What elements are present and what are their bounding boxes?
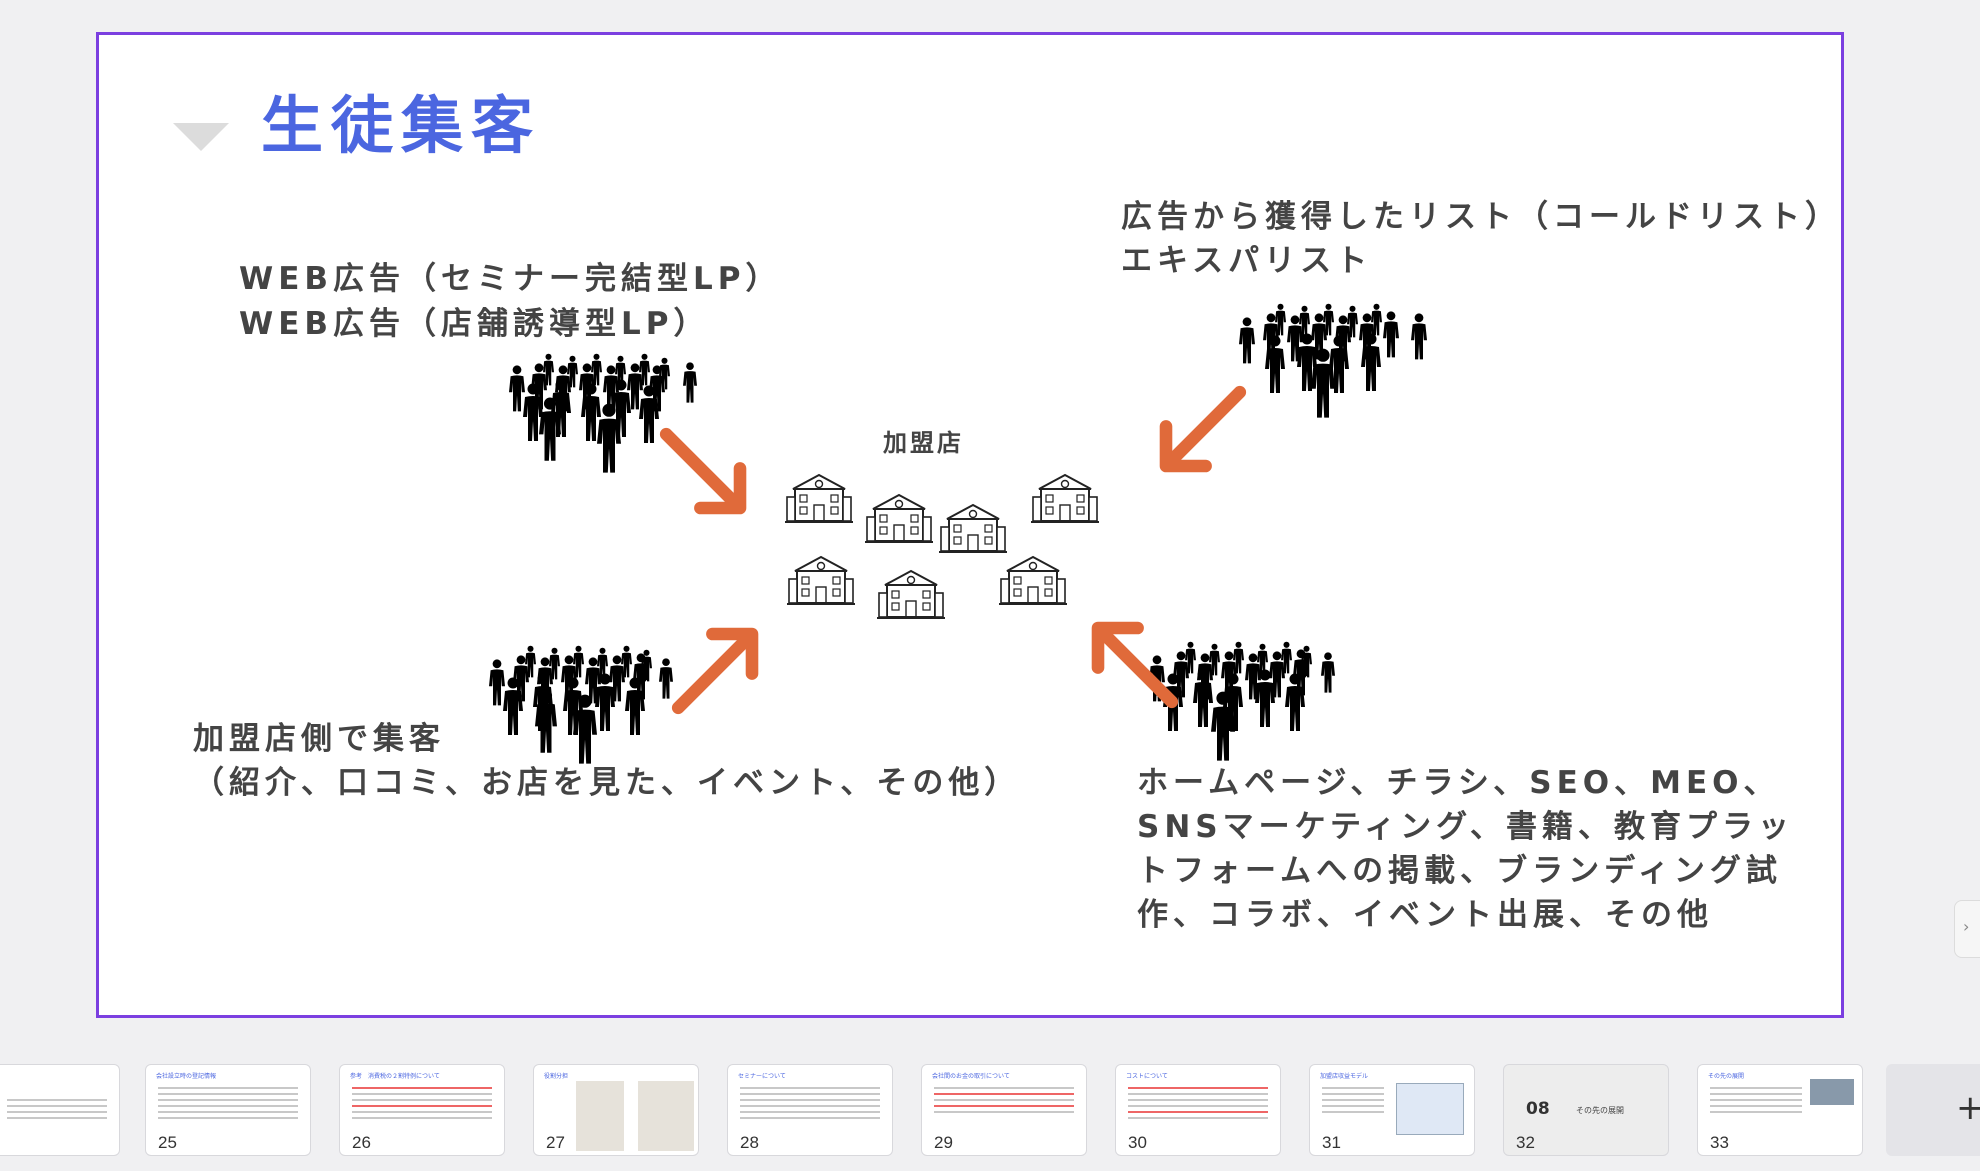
- side-panel-tab[interactable]: ›: [1954, 900, 1980, 958]
- thumbnail-number: 27: [546, 1133, 565, 1152]
- crowd-bottom-right-icon: [1149, 641, 1335, 761]
- slide-thumbnail[interactable]: [0, 1064, 120, 1156]
- thumbnail-title: 役割分担: [544, 1073, 569, 1080]
- franchise-label[interactable]: 加盟店: [883, 429, 964, 457]
- crowd-top-right-icon: [1239, 303, 1427, 418]
- slide-thumbnail[interactable]: 役割分担 27: [533, 1064, 699, 1156]
- arrow-bottom-left-icon: [671, 625, 761, 715]
- school-building-icon: [939, 504, 1007, 553]
- thumbnail-title: セミナーについて: [738, 1073, 786, 1080]
- school-building-icon: [999, 556, 1067, 605]
- thumbnail-number: 28: [740, 1133, 759, 1152]
- add-slide-button[interactable]: +: [1886, 1064, 1980, 1156]
- list-text[interactable]: 広告から獲得したリスト（コールドリスト） エキスパリスト: [1121, 199, 1841, 279]
- section-number: 08: [1526, 1099, 1550, 1119]
- thumbnail-title: 会社間のお金の取引について: [932, 1073, 1010, 1080]
- thumbnail-title: 参考 消費税の２割特例について: [350, 1073, 440, 1080]
- thumbnail-number: 29: [934, 1133, 953, 1152]
- thumbnail-number: 30: [1128, 1133, 1147, 1152]
- crowd-bottom-left-icon: [489, 645, 673, 764]
- thumbnail-number: 33: [1710, 1133, 1729, 1152]
- thumbnail-number: 32: [1516, 1133, 1535, 1152]
- thumbnail-number: 25: [158, 1133, 177, 1152]
- chevron-right-icon: ›: [1963, 917, 1970, 936]
- slide-canvas[interactable]: 生徒集客 WEB広告（セミナー完結型LP） WEB広告（店舗誘導型LP） 広告か…: [96, 32, 1844, 1018]
- slide-thumbnail[interactable]: 加盟店収益モデル 31: [1309, 1064, 1475, 1156]
- thumbnail-title: 加盟店収益モデル: [1320, 1073, 1369, 1080]
- school-building-icon: [785, 474, 853, 523]
- arrow-top-left-icon: [659, 427, 749, 517]
- slide-thumbnail[interactable]: 会社間のお金の取引について 29: [921, 1064, 1087, 1156]
- arrow-top-right-icon: [1157, 385, 1247, 475]
- school-building-icon: [865, 494, 933, 543]
- media-channels-text[interactable]: ホームページ、チラシ、SEO、MEO、 SNSマーケティング、書籍、教育プラッ …: [1137, 765, 1794, 933]
- thumbnail-number: 26: [352, 1133, 371, 1152]
- local-attraction-text[interactable]: 加盟店側で集客 （紹介、口コミ、お店を見た、イベント、その他）: [193, 721, 1021, 801]
- school-building-icon: [1031, 474, 1099, 523]
- slide-thumbnail[interactable]: 会社設立時の登記情報 25: [145, 1064, 311, 1156]
- slide-thumbnail[interactable]: コストについて 30: [1115, 1064, 1281, 1156]
- slide-thumbnail[interactable]: その先の展開 33: [1697, 1064, 1863, 1156]
- thumbnail-number: 31: [1322, 1133, 1341, 1152]
- thumbnail-title: コストについて: [1126, 1073, 1168, 1080]
- slide-filmstrip[interactable]: 会社設立時の登記情報 25 参考 消費税の２割特例について 26 役割分担 27…: [0, 1050, 1980, 1171]
- arrow-bottom-right-icon: [1089, 619, 1179, 709]
- thumbnail-title: その先の展開: [1708, 1073, 1745, 1080]
- school-building-icon: [877, 570, 945, 619]
- web-ads-text[interactable]: WEB広告（セミナー完結型LP） WEB広告（店舗誘導型LP）: [239, 261, 782, 342]
- slide-title[interactable]: 生徒集客: [261, 89, 542, 162]
- slide-thumbnail[interactable]: 08 その先の展開 32: [1503, 1064, 1669, 1156]
- slide-thumbnail[interactable]: 参考 消費税の２割特例について 26: [339, 1064, 505, 1156]
- thumbnail-title: 会社設立時の登記情報: [156, 1073, 217, 1080]
- school-building-icon: [787, 556, 855, 605]
- slide-thumbnail[interactable]: セミナーについて 28: [727, 1064, 893, 1156]
- plus-icon: +: [1956, 1088, 1980, 1128]
- section-title: その先の展開: [1576, 1106, 1624, 1115]
- title-triangle-icon: [173, 123, 229, 151]
